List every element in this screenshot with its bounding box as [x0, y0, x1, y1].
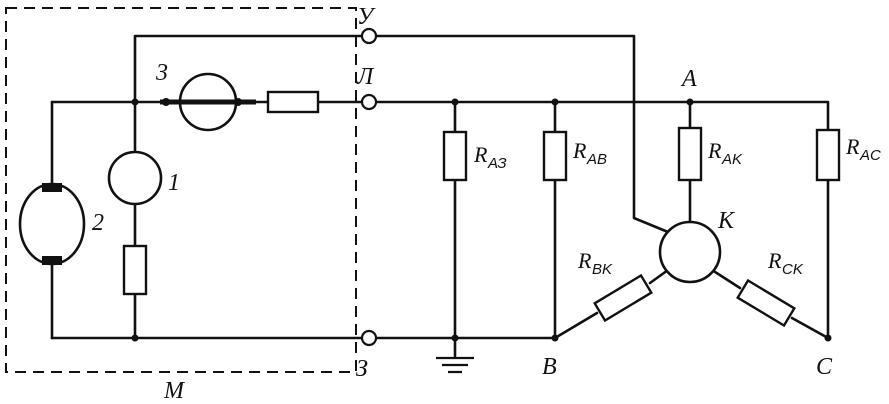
label-component-1: 1 — [168, 170, 180, 196]
node-k-device — [658, 220, 722, 284]
label-r-bk-sub: BK — [592, 261, 613, 278]
meter-3-contact-left — [162, 98, 170, 106]
junction-raz-bottom — [451, 334, 459, 342]
label-component-3: 3 — [155, 60, 168, 86]
resistor-r-ak — [677, 126, 703, 182]
junction-node-a — [686, 98, 694, 106]
label-r-ck-sub: CK — [782, 261, 804, 278]
label-r-ac: R AC — [845, 134, 881, 164]
terminal-l — [360, 93, 378, 111]
label-terminal-z: З — [356, 356, 368, 382]
label-r-bk: R BK — [577, 248, 613, 278]
generator-2-brush-top — [42, 183, 62, 192]
resistor-line-series — [266, 90, 320, 114]
resistor-r-ac — [815, 128, 841, 182]
resistor-r-ck-group — [736, 278, 796, 328]
generator-2 — [18, 182, 86, 266]
wire-rbk-k — [648, 268, 670, 285]
junction-raz-top — [451, 98, 459, 106]
resistor-r-bk-group — [593, 273, 653, 323]
label-enclosure-m: M — [163, 378, 186, 404]
resistor-m-branch — [122, 244, 148, 296]
wire-line-a — [374, 100, 830, 132]
resistor-r-az — [442, 130, 468, 182]
resistor-r-ck — [736, 278, 796, 328]
label-r-ak-main: R — [707, 138, 722, 163]
label-r-az: R АЗ — [473, 142, 507, 172]
junction-node-c — [824, 334, 832, 342]
label-component-2: 2 — [92, 210, 104, 236]
meter-1 — [107, 150, 163, 206]
label-r-ck: R CK — [767, 248, 804, 278]
label-node-k: K — [717, 208, 736, 234]
label-r-az-main: R — [473, 142, 488, 167]
label-node-b: B — [542, 354, 557, 380]
meter-3-contact-right — [234, 98, 242, 106]
junction-top-mid — [131, 98, 139, 106]
ground-symbol — [436, 356, 474, 374]
label-r-ac-sub: AC — [859, 147, 881, 164]
wire-u-to-k — [374, 34, 670, 234]
resistor-r-ab — [542, 130, 568, 182]
label-terminal-l: Л — [356, 64, 375, 90]
label-node-a: A — [680, 66, 697, 92]
label-r-ab-main: R — [572, 138, 587, 163]
label-r-ak: R AK — [707, 138, 743, 168]
label-r-az-sub: АЗ — [487, 155, 507, 172]
wire-b-rbk — [553, 311, 599, 340]
label-r-ac-main: R — [845, 134, 860, 159]
junction-bottom-mid — [131, 334, 139, 342]
enclosure-m-boundary — [5, 7, 357, 373]
label-r-ab-sub: AB — [586, 151, 607, 168]
label-terminal-u: У — [357, 4, 376, 30]
label-r-ck-main: R — [767, 248, 782, 273]
terminal-z — [360, 329, 378, 347]
wire-rck-c — [790, 316, 830, 340]
terminal-u — [360, 27, 378, 45]
label-r-bk-main: R — [577, 248, 592, 273]
junction-rab-top — [551, 98, 559, 106]
resistor-r-bk — [593, 273, 653, 323]
generator-2-brush-bottom — [42, 256, 62, 265]
wire-to-terminal-u — [133, 34, 364, 102]
wire-k-rck — [710, 268, 742, 290]
label-r-ab: R AB — [572, 138, 607, 168]
label-node-c: C — [816, 354, 833, 380]
junction-node-b — [551, 334, 559, 342]
label-r-ak-sub: AK — [721, 151, 743, 168]
